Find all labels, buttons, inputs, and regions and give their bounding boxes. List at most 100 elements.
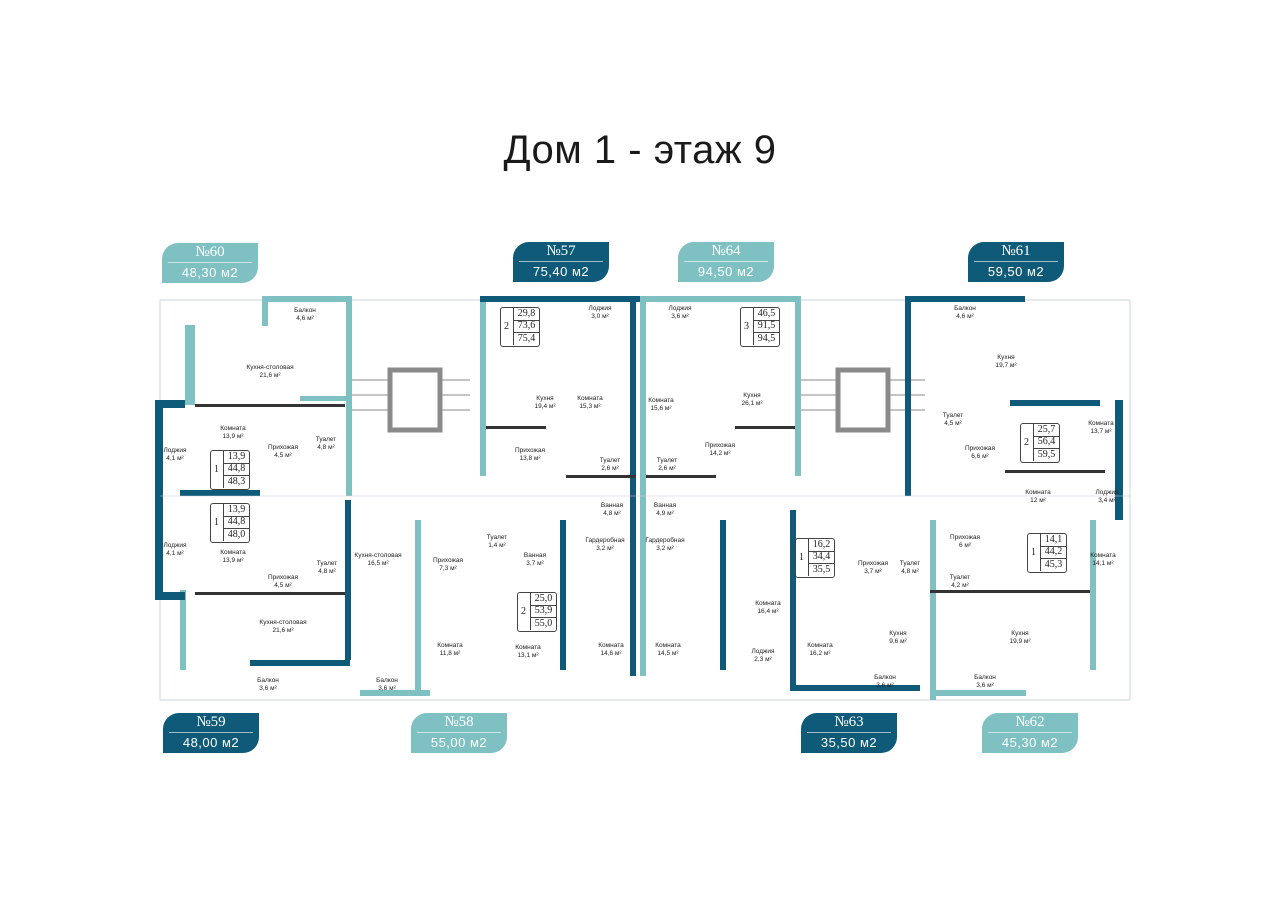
room-area: 15,6 м² — [650, 405, 672, 412]
room-area: 4,1 м² — [166, 550, 184, 557]
living-area: 25,0 — [530, 593, 556, 606]
total-area-with-balcony: 35,5 — [808, 564, 834, 576]
total-area: 44,2 — [1040, 546, 1066, 559]
living-area: 16,2 — [808, 539, 834, 552]
room-name: Комната — [755, 600, 781, 607]
living-area: 14,1 — [1040, 534, 1066, 547]
room-count: 2 — [1024, 437, 1029, 448]
apartment-number: №63 — [807, 713, 891, 733]
room-area: 4,1 м² — [166, 455, 184, 462]
room-name: Лоджия — [1095, 489, 1119, 496]
room-area: 4,5 м² — [944, 420, 962, 427]
room-area: 1,4 м² — [488, 542, 506, 549]
room-area: 19,9 м² — [1009, 638, 1031, 645]
room-area: 19,4 м² — [534, 403, 556, 410]
room-name: Комната — [220, 425, 246, 432]
apartment-area: 48,00 м2 — [182, 735, 240, 750]
room-count: 1 — [214, 517, 219, 528]
room-name: Балкон — [954, 305, 976, 312]
total-area-with-balcony: 59,5 — [1033, 449, 1059, 461]
room-name: Кухня-столовая — [246, 364, 294, 371]
room-area: 19,7 м² — [995, 362, 1017, 369]
room-name: Прихожая — [267, 444, 299, 451]
room-name: Комната — [598, 642, 624, 649]
room-name: Прихожая — [514, 447, 546, 454]
room-area: 15,3 м² — [579, 403, 601, 410]
apartment-number: №57 — [519, 242, 603, 262]
apartment-area: 94,50 м2 — [697, 264, 755, 279]
room-area: 4,2 м² — [951, 582, 969, 589]
room-area: 3,6 м² — [378, 685, 396, 692]
room-name: Кухня — [1011, 630, 1029, 637]
room-name: Комната — [437, 642, 463, 649]
apartment-area: 48,30 м2 — [181, 265, 239, 280]
walls-interior — [195, 404, 1105, 595]
room-name: Комната — [1088, 420, 1114, 427]
room-area: 14,1 м² — [1092, 560, 1114, 567]
room-name: Туалет — [899, 560, 921, 567]
room-name: Лоджия — [751, 648, 775, 655]
total-area: 56,4 — [1033, 436, 1059, 449]
living-area: 25,7 — [1033, 424, 1059, 437]
room-name: Комната — [648, 397, 674, 404]
room-count: 3 — [744, 321, 749, 332]
room-name: Кухня — [889, 630, 907, 637]
total-area: 44,8 — [223, 463, 249, 476]
room-area: 13,8 м² — [519, 455, 541, 462]
room-area: 14,5 м² — [657, 650, 679, 657]
living-area: 46,5 — [753, 308, 779, 321]
room-name: Ванная — [523, 552, 547, 559]
room-area: 2,3 м² — [754, 656, 772, 663]
room-name: Гардеробная — [645, 537, 685, 544]
room-count: 2 — [504, 321, 509, 332]
walls-light — [180, 296, 1096, 700]
apartment-number: №60 — [168, 243, 252, 263]
living-area: 29,8 — [513, 308, 539, 321]
room-name: Комната — [655, 642, 681, 649]
room-area: 11,8 м² — [439, 650, 461, 657]
room-area: 21,6 м² — [272, 627, 294, 634]
room-name: Комната — [220, 549, 246, 556]
apartment-badge[interactable]: №60 48,30 м2 — [162, 243, 258, 283]
total-area: 91,5 — [753, 320, 779, 333]
room-area: 13,9 м² — [222, 557, 244, 564]
room-name: Комната — [577, 395, 603, 402]
room-area: 4,8 м² — [318, 568, 336, 575]
room-name: Прихожая — [857, 560, 889, 567]
room-area: 3,2 м² — [596, 545, 614, 552]
room-name: Гардеробная — [585, 537, 625, 544]
